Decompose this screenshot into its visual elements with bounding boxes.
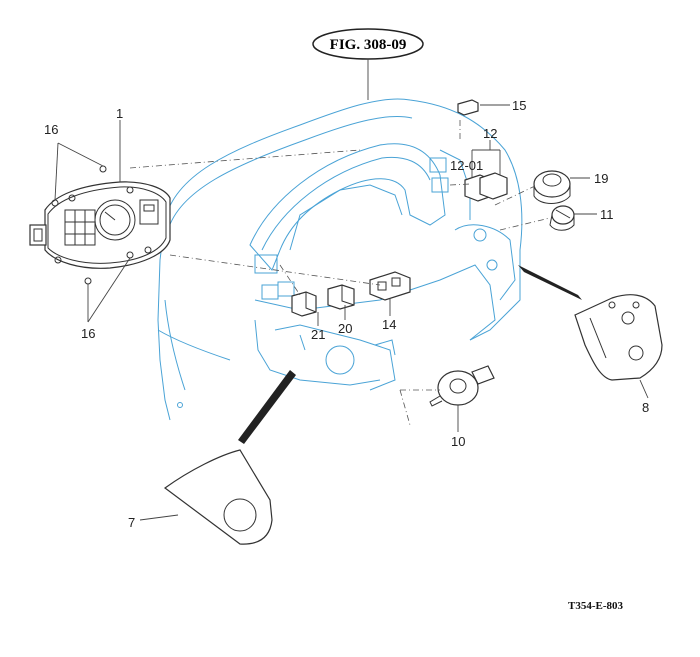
pointer-to-8: [518, 265, 582, 300]
indicator-lamps: [64, 209, 96, 246]
label-12-01: 12-01: [450, 158, 483, 173]
label-21: 21: [311, 327, 325, 342]
label-19: 19: [594, 171, 608, 186]
part-15: [457, 99, 479, 116]
key-switch-10: [429, 365, 495, 407]
key-switch-19: [533, 170, 571, 204]
pointer-to-7: [238, 370, 296, 444]
figure-title-text: FIG. 308-09: [330, 37, 407, 53]
switch-21: [291, 291, 317, 317]
label-10: 10: [451, 434, 465, 449]
cover-7: [163, 449, 273, 545]
instrument-cluster: [29, 181, 171, 269]
label-15: 15: [512, 98, 526, 113]
label-20: 20: [338, 321, 352, 336]
switch-12: [464, 172, 508, 202]
label-14: 14: [382, 317, 396, 332]
part-labels: 1 16 16 15 12 12-01 19 11 8 10 21 20 14 …: [44, 98, 649, 530]
label-11: 11: [600, 207, 614, 222]
figure-title: FIG. 308-09: [312, 28, 424, 100]
label-1: 1: [116, 106, 123, 121]
switch-14: [369, 271, 411, 301]
label-7: 7: [128, 515, 135, 530]
label-16-bottom: 16: [81, 326, 95, 341]
figure-code: T354-E-803: [568, 600, 624, 612]
cover-8: [574, 294, 663, 381]
leader-lines: [54, 104, 649, 521]
switch-20: [327, 284, 355, 310]
dashboard-panel: [157, 98, 523, 421]
label-8: 8: [642, 400, 649, 415]
label-16-top: 16: [44, 122, 58, 137]
assembly-lines: [129, 120, 551, 426]
knob-11: [549, 205, 575, 231]
label-12: 12: [483, 126, 497, 141]
